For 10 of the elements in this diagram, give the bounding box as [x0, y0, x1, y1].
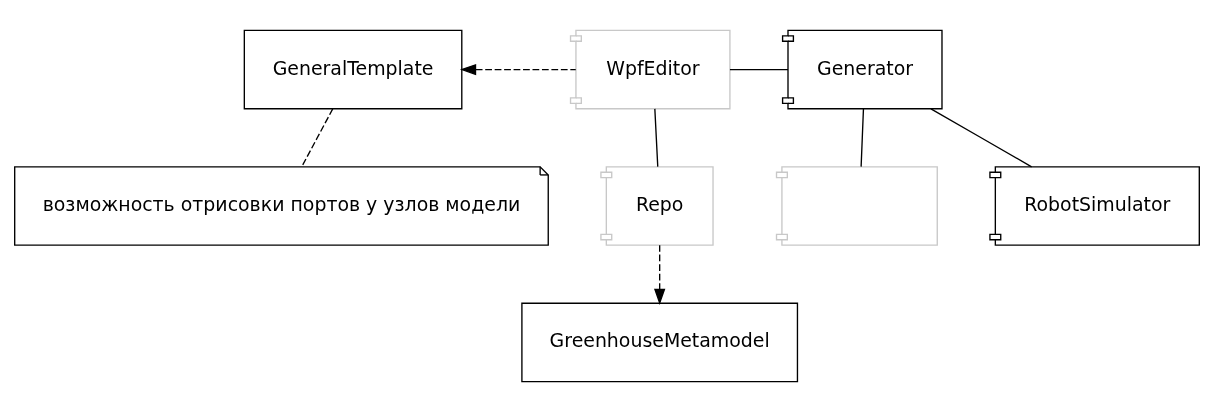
- node-box: GeneralTemplate: [243, 29, 463, 110]
- node-box: GreenhouseMetamodel: [521, 302, 799, 383]
- connector: [860, 108, 865, 168]
- arrow: [459, 63, 577, 76]
- node-component: [775, 166, 938, 246]
- connector: [301, 108, 334, 168]
- connector: [729, 68, 789, 71]
- connector: [654, 108, 659, 168]
- connector: [930, 108, 1033, 168]
- arrow: [654, 244, 666, 306]
